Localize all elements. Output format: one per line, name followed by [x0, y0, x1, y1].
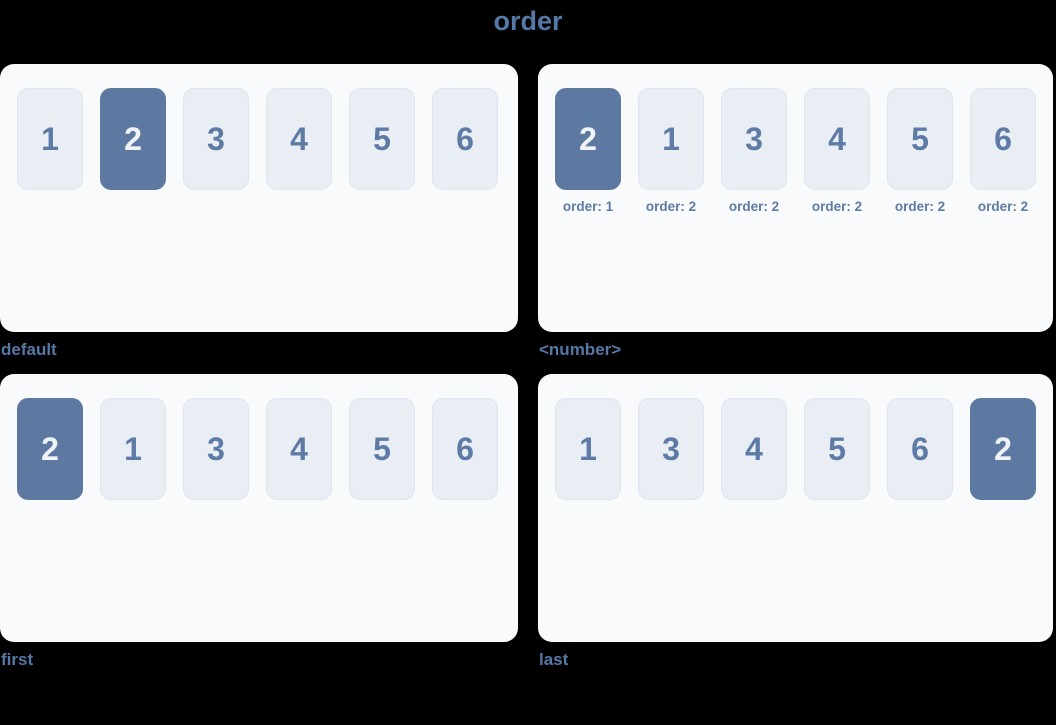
flex-item: 6 [887, 398, 953, 500]
demo-cell-number: 2 order: 1 1 order: 2 3 order: 2 4 order: 2 5 ord… [538, 64, 1053, 374]
box-number: 3 [662, 430, 680, 467]
box-number: 5 [373, 430, 391, 467]
flex-item: 5 [804, 398, 870, 500]
box-number: 6 [456, 120, 474, 157]
order-value-label: order: 2 [977, 199, 1029, 214]
flex-box: 4 [804, 88, 870, 190]
box-number: 5 [373, 120, 391, 157]
box-number: 6 [911, 430, 929, 467]
flex-item: 2 [970, 398, 1036, 500]
flex-box-highlighted: 2 [100, 88, 166, 190]
flex-item: 1 [17, 88, 83, 190]
flex-box: 6 [432, 398, 498, 500]
box-number: 3 [745, 120, 763, 157]
box-number: 1 [662, 120, 680, 157]
flex-box: 5 [804, 398, 870, 500]
flex-item: 3 [183, 398, 249, 500]
flex-item: 4 [266, 398, 332, 500]
flex-row: 1 3 4 5 6 2 [555, 398, 1036, 500]
box-number: 2 [41, 430, 59, 467]
flex-demo-panel-last: 1 3 4 5 6 2 [538, 374, 1053, 642]
flex-item: 4 order: 2 [804, 88, 870, 214]
flex-item: 1 order: 2 [638, 88, 704, 214]
flex-row: 2 order: 1 1 order: 2 3 order: 2 4 order: 2 5 ord… [555, 88, 1036, 214]
flex-box-highlighted: 2 [970, 398, 1036, 500]
flex-box: 6 [432, 88, 498, 190]
flex-box: 6 [887, 398, 953, 500]
flex-box: 1 [638, 88, 704, 190]
order-value-label: order: 2 [811, 199, 863, 214]
flex-box: 3 [638, 398, 704, 500]
flex-demo-panel-number: 2 order: 1 1 order: 2 3 order: 2 4 order: 2 5 ord… [538, 64, 1053, 332]
flex-item: 6 [432, 88, 498, 190]
box-number: 2 [579, 120, 597, 157]
panel-caption-default: default [1, 340, 57, 359]
flex-item: 5 [349, 88, 415, 190]
flex-item: 1 [555, 398, 621, 500]
flex-item: 2 order: 1 [555, 88, 621, 214]
flex-box: 1 [555, 398, 621, 500]
box-number: 2 [124, 120, 142, 157]
panel-caption-first: first [1, 650, 34, 669]
box-number: 5 [911, 120, 929, 157]
flex-item: 6 [432, 398, 498, 500]
order-value-label: order: 1 [562, 199, 614, 214]
flex-item: 5 order: 2 [887, 88, 953, 214]
box-number: 6 [456, 430, 474, 467]
flex-box-highlighted: 2 [555, 88, 621, 190]
flex-demo-panel-default: 1 2 3 4 5 6 [0, 64, 518, 332]
order-value-label: order: 2 [645, 199, 697, 214]
flex-box: 5 [349, 88, 415, 190]
flex-item: 1 [100, 398, 166, 500]
order-value-label: order: 2 [728, 199, 780, 214]
demo-cell-last: 1 3 4 5 6 2 last [538, 374, 1053, 684]
flex-box: 1 [17, 88, 83, 190]
flex-item: 3 order: 2 [721, 88, 787, 214]
flex-box: 5 [349, 398, 415, 500]
panel-caption-last: last [539, 650, 569, 669]
flex-row: 2 1 3 4 5 6 [17, 398, 501, 500]
flex-box: 3 [721, 88, 787, 190]
flex-item: 4 [266, 88, 332, 190]
page-title: order [493, 6, 563, 36]
box-number: 4 [290, 120, 308, 157]
box-number: 6 [994, 120, 1012, 157]
flex-box: 4 [721, 398, 787, 500]
flex-box: 3 [183, 398, 249, 500]
box-number: 3 [207, 120, 225, 157]
box-number: 5 [828, 430, 846, 467]
box-number: 3 [207, 430, 225, 467]
box-number: 4 [828, 120, 846, 157]
panel-caption-number: <number> [539, 340, 622, 359]
flex-box: 1 [100, 398, 166, 500]
flex-box: 6 [970, 88, 1036, 190]
box-number: 4 [745, 430, 763, 467]
flex-item: 3 [183, 88, 249, 190]
flex-box-highlighted: 2 [17, 398, 83, 500]
flex-row: 1 2 3 4 5 6 [17, 88, 501, 190]
flex-demo-panel-first: 2 1 3 4 5 6 [0, 374, 518, 642]
flex-box: 4 [266, 398, 332, 500]
demo-cell-default: 1 2 3 4 5 6 default [0, 64, 518, 374]
flex-box: 5 [887, 88, 953, 190]
demo-cell-first: 2 1 3 4 5 6 first [0, 374, 518, 684]
flex-item: 3 [638, 398, 704, 500]
box-number: 2 [994, 430, 1012, 467]
flex-item: 4 [721, 398, 787, 500]
flex-item: 2 [17, 398, 83, 500]
box-number: 4 [290, 430, 308, 467]
panel-grid: 1 2 3 4 5 6 default 2 order: 1 1 order: 2 3 order: 2… [0, 64, 1053, 684]
flex-item: 6 order: 2 [970, 88, 1036, 214]
flex-box: 4 [266, 88, 332, 190]
flex-item: 5 [349, 398, 415, 500]
box-number: 1 [579, 430, 597, 467]
order-value-label: order: 2 [894, 199, 946, 214]
flex-item: 2 [100, 88, 166, 190]
box-number: 1 [41, 120, 59, 157]
box-number: 1 [124, 430, 142, 467]
flex-box: 3 [183, 88, 249, 190]
